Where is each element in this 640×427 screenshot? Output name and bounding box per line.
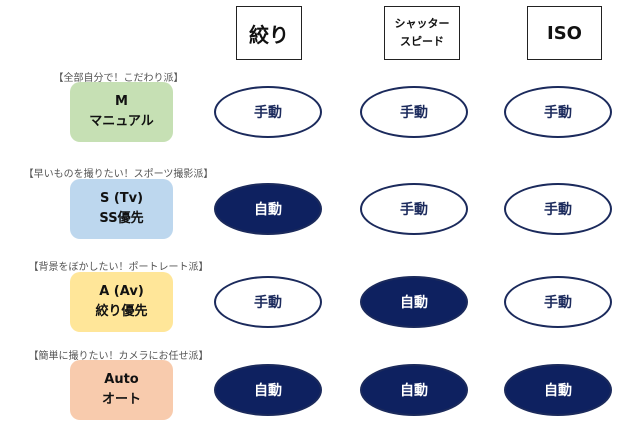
mode-code: Auto (104, 372, 139, 387)
mode-caption: 【簡単に撮りたい！カメラにお任せ派】 (28, 351, 209, 362)
setting-ellipse-auto: 自動 (214, 364, 322, 416)
mode-code: S (Tv) (99, 191, 144, 206)
mode-box: S (Tv) SS優先 (70, 179, 173, 239)
setting-ellipse-auto: 自動 (214, 183, 322, 235)
mode-caption: 【背景をぼかしたい！ポートレート派】 (28, 262, 209, 273)
setting-ellipse-auto: 自動 (360, 364, 468, 416)
mode-name: マニュアル (89, 114, 154, 129)
setting-ellipse-manual: 手動 (360, 86, 468, 138)
header-iso: ISO (527, 6, 602, 60)
setting-ellipse-auto: 自動 (360, 276, 468, 328)
setting-ellipse-manual: 手動 (214, 86, 322, 138)
mode-name: オート (101, 392, 141, 407)
mode-name: SS優先 (99, 211, 144, 226)
header-shutter-speed: シャッター スピード (384, 6, 460, 60)
mode-box: A (Av) 絞り優先 (70, 272, 173, 332)
setting-ellipse-manual: 手動 (214, 276, 322, 328)
mode-box: Auto オート (70, 360, 173, 420)
setting-ellipse-auto: 自動 (504, 364, 612, 416)
header-aperture: 絞り (236, 6, 302, 60)
mode-name: 絞り優先 (95, 304, 148, 319)
setting-ellipse-manual: 手動 (504, 183, 612, 235)
setting-ellipse-manual: 手動 (504, 276, 612, 328)
header-shutter-line2: スピード (400, 35, 444, 48)
mode-code: A (Av) (99, 284, 144, 299)
setting-ellipse-manual: 手動 (360, 183, 468, 235)
mode-code: M (115, 94, 128, 109)
mode-caption: 【早いものを撮りたい！スポーツ撮影派】 (23, 169, 214, 180)
mode-box: M マニュアル (70, 82, 173, 142)
setting-ellipse-manual: 手動 (504, 86, 612, 138)
header-shutter-line1: シャッター (394, 17, 450, 30)
mode-caption: 【全部自分で！こだわり派】 (53, 73, 184, 84)
